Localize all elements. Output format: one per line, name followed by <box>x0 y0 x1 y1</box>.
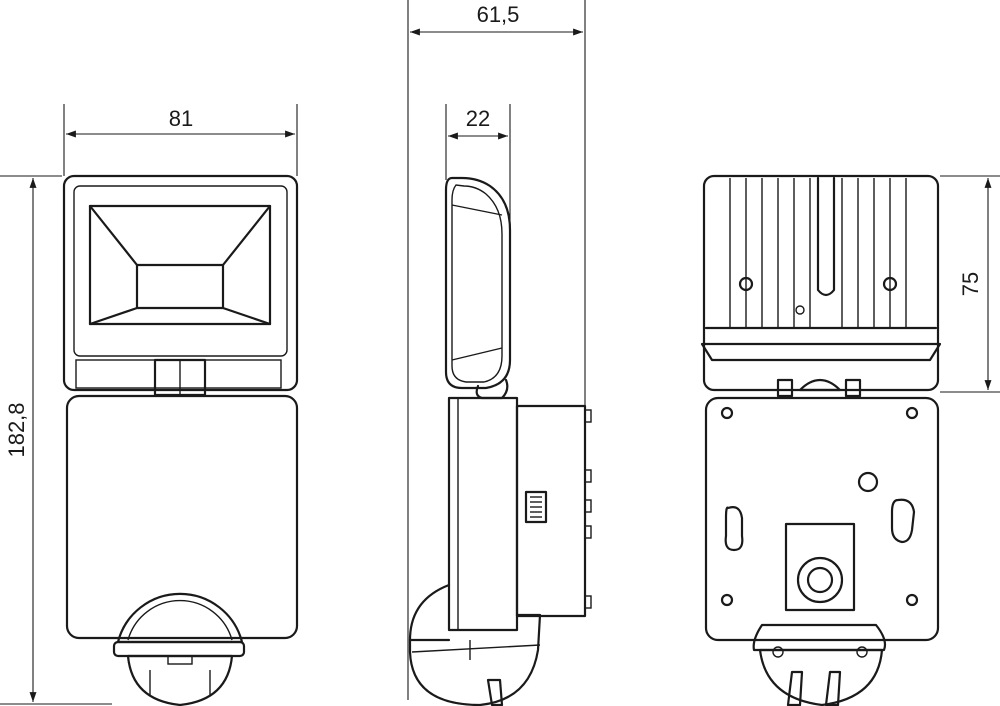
rear-cable-clamp <box>784 522 856 612</box>
lamp-height-label: 75 <box>958 272 983 296</box>
dimension-total-height: 182,8 <box>0 175 112 705</box>
dimension-side-depth: 61,5 <box>407 0 586 700</box>
front-sensor-body <box>65 394 299 640</box>
dimension-lamp-depth: 22 <box>445 104 511 300</box>
front-width-label: 81 <box>169 106 193 131</box>
side-pir-sensor <box>408 583 542 706</box>
rear-heatsink <box>702 174 940 392</box>
rear-sensor-body <box>704 396 940 642</box>
rear-bracket <box>700 342 942 398</box>
lamp-depth-label: 22 <box>466 106 490 131</box>
dimension-front-width: 81 <box>63 104 298 176</box>
rear-keyhole-left <box>724 506 744 552</box>
rear-pir-sensor <box>752 623 887 706</box>
side-dip-switch <box>524 490 548 524</box>
side-view <box>408 176 592 706</box>
front-reflector <box>88 204 272 326</box>
front-lamp-housing <box>62 174 299 392</box>
front-pir-sensor <box>112 592 246 706</box>
front-lamp-frame <box>73 185 288 357</box>
side-depth-label: 61,5 <box>477 2 520 27</box>
side-sensor-body <box>447 396 592 632</box>
front-view <box>62 174 299 706</box>
side-lamp-head <box>444 176 512 390</box>
total-height-label: 182,8 <box>4 402 29 457</box>
rear-keyhole-right <box>890 498 916 544</box>
rear-view <box>700 174 942 706</box>
dimension-lamp-height: 75 <box>940 175 1000 393</box>
